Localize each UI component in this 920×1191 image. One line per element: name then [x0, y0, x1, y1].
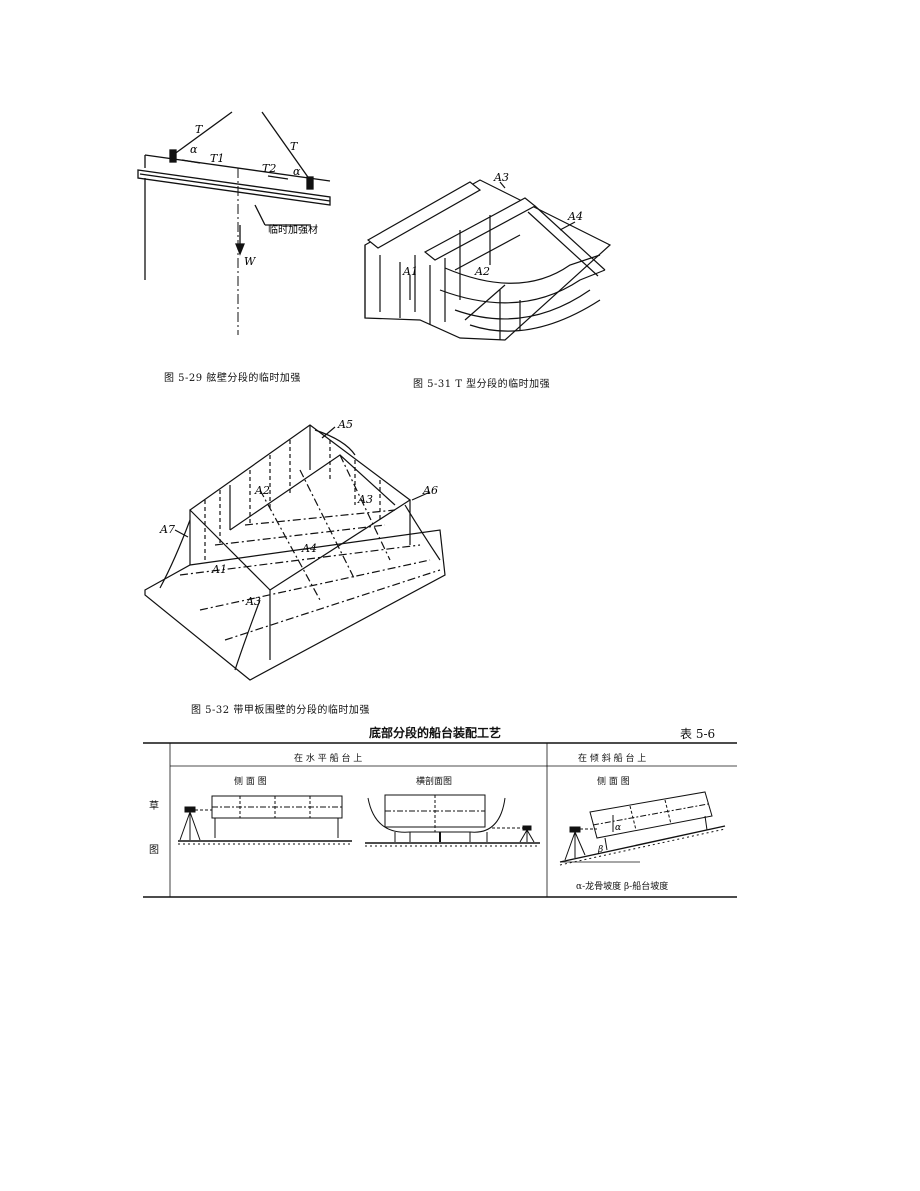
sketch-beta: β — [597, 845, 603, 855]
col-horizontal: 在 水 平 船 台 上 — [294, 754, 363, 764]
side-view-label: 侧 面 图 — [234, 777, 267, 787]
label-A3: A3 — [493, 171, 509, 184]
label-A5: A5 — [337, 418, 353, 431]
label-W: W — [244, 255, 257, 268]
label-A4: A4 — [301, 542, 317, 555]
label-alpha-right: α — [293, 165, 301, 178]
caption-fig-5-31: 图 5-31 T 型分段的临时加强 — [413, 379, 551, 390]
inclined-note: α-龙骨坡度 β-船台坡度 — [576, 882, 669, 892]
label-T2: T2 — [262, 162, 276, 175]
label-stiffener: 临时加强材 — [268, 223, 318, 236]
col-inclined: 在 倾 斜 船 台 上 — [578, 754, 647, 764]
row-header-1: 草 — [149, 801, 159, 812]
sketch-alpha: α — [615, 823, 621, 833]
label-A3b: A3 — [245, 595, 261, 608]
label-A7: A7 — [159, 523, 175, 536]
label-A3: A3 — [357, 493, 373, 506]
caption-fig-5-32: 图 5-32 带甲板围壁的分段的临时加强 — [191, 705, 370, 716]
side-view-inclined-label: 侧 面 图 — [597, 777, 630, 787]
cross-section-label: 横剖面图 — [416, 777, 453, 787]
label-T-left: T — [195, 123, 204, 136]
table-number: 表 5-6 — [680, 727, 716, 741]
label-A6: A6 — [422, 484, 438, 497]
caption-fig-5-29: 图 5-29 舷壁分段的临时加强 — [164, 373, 301, 384]
label-alpha-left: α — [190, 143, 198, 156]
label-T-right: T — [290, 140, 299, 153]
label-A2: A2 — [254, 484, 270, 497]
table-title: 底部分段的船台装配工艺 — [369, 726, 502, 740]
row-header-2: 图 — [149, 845, 159, 856]
label-A4: A4 — [567, 210, 583, 223]
label-A2: A2 — [474, 265, 490, 278]
label-A1: A1 — [211, 563, 227, 576]
label-A1: A1 — [402, 265, 418, 278]
label-T1: T1 — [210, 152, 224, 165]
